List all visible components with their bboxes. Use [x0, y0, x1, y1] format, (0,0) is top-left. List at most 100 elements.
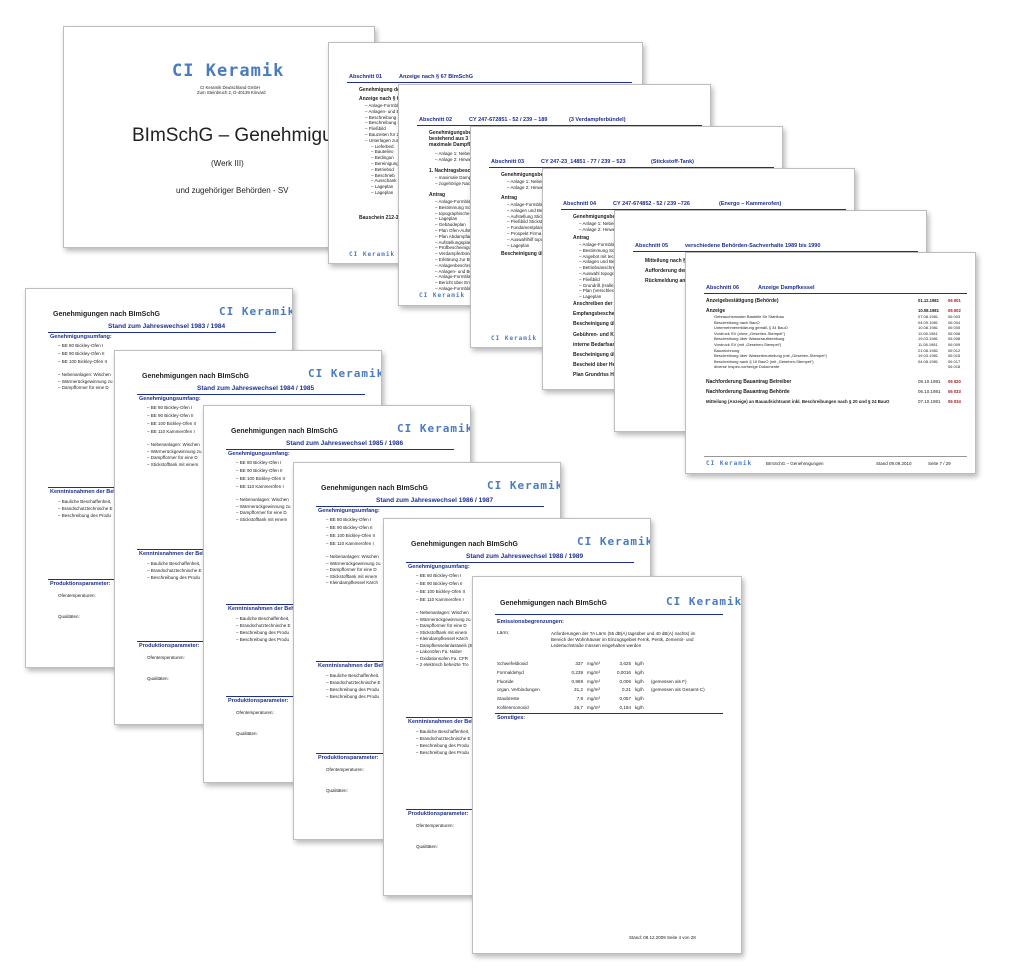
list-item: Bauzeiten für 2: [365, 132, 406, 138]
list-item: Aufstellungsplan: [435, 240, 475, 246]
item-list: Anlage 1: Nebenb Anlage 2: Hinweis: [579, 221, 619, 233]
kenntnis-item: – Beschreibung des Produ: [236, 637, 290, 642]
extra-item: – Dampfformer für eine D: [147, 455, 198, 460]
row-code: 06 020: [948, 379, 961, 384]
kenntnis-item: – Beschreibung des Produ: [416, 743, 470, 748]
kenntnis-item: – Beschreibung des Produ: [58, 513, 112, 518]
emission-value-2: 3,625: [619, 661, 632, 666]
anzeige-item-label: Bauzeichnung: [714, 347, 740, 353]
list-item: Anlagen und Betr: [579, 259, 619, 265]
extra-item: – Wärmerückgewinnung zu: [236, 503, 291, 509]
umfang-heading: Genehmigungsumfang:: [139, 396, 201, 402]
section-extra: (3 Verdampferbündel): [569, 117, 626, 123]
page-footer: Stand: 08.12.2009 Seite 4 von 28: [629, 935, 696, 940]
produktion-heading: Produktionsparameter:: [50, 581, 111, 587]
divider: [48, 332, 276, 333]
kenntnis-item: – Beschreibung des Produ: [326, 694, 380, 699]
param-qualitaet: Qualitäten:: [58, 614, 80, 619]
list-item: Beschreibung zu: [365, 115, 406, 121]
page-heading: Genehmigungen nach BImSchG: [500, 600, 607, 607]
emission-value-2: 0,0016: [616, 669, 631, 675]
emission-value-1: 337: [575, 661, 583, 666]
section-number: Abschnitt 01: [349, 74, 383, 80]
emission-name: Staubreste: [497, 696, 520, 702]
extra-item: – Dampfkesselanlastwels (E: [416, 642, 473, 648]
item-list: Anlage-Formblatt Anlagen und Betr Aufste…: [507, 202, 548, 248]
item-list: Anlage-Formblatt Bestimmung Schu topogra…: [435, 199, 476, 292]
line: Genehmigung der: [359, 87, 402, 93]
stand-heading: Stand zum Jahreswechsel 1983 / 1984: [108, 323, 226, 330]
anzeige-item-date: 04.08.1981: [918, 358, 939, 364]
anzeige-item-date: 19.03.1981: [918, 353, 939, 359]
kenntnis-item: – Brandschutztechnische E: [236, 623, 291, 628]
umfang-heading: Genehmigungsumfang:: [318, 508, 380, 514]
page-heading: Genehmigungen nach BImSchG: [142, 373, 249, 380]
divider: [417, 125, 702, 126]
emission-name: Kohlenmonoxid: [497, 705, 529, 710]
emission-value-2: 0,194: [619, 705, 632, 710]
list-item: Fundamentplan S: [507, 225, 547, 231]
list-item: Anlage-Formblatt: [507, 202, 547, 208]
line: Antrag: [429, 192, 446, 198]
plant-item: – BE 100 Bickley-Ofen II: [326, 533, 376, 538]
list-item: Anlage-Formblatt: [435, 199, 475, 205]
emission-value-2: 0,057: [619, 696, 632, 702]
anzeige-item-code: 06 005: [948, 325, 961, 331]
section-title: CY 247-674852 - 52 / 239 –726: [613, 201, 690, 207]
line: Bescheinigung übe: [501, 251, 548, 257]
produktion-heading: Produktionsparameter:: [408, 811, 469, 817]
param-qualitaet: Qualitäten:: [236, 731, 258, 736]
param-ofen: Ofentemperaturen:: [416, 823, 454, 828]
param-qualitaet: Qualitäten:: [326, 788, 348, 793]
extra-item: – Nebenanlagen: Wischen: [326, 554, 379, 559]
divider: [495, 614, 723, 615]
item-list: Anlage 1: Nebenb Anlage 2: Hinweis: [435, 151, 475, 163]
line: Mitteilung nach §: [645, 258, 686, 264]
param-ofen: Ofentemperaturen:: [326, 767, 364, 772]
header-logo: CI Keramik: [487, 479, 561, 492]
emission-unit-2: kg/h: [635, 669, 644, 675]
emission-note: (gemessen als F): [651, 678, 687, 684]
row-label: Anzeigebestätigung (Behörde): [706, 298, 779, 304]
list-item: Lageplan: [579, 294, 619, 300]
page-heading: Genehmigungen nach BImSchG: [53, 311, 160, 318]
umfang-heading: Genehmigungsumfang:: [228, 451, 290, 457]
anzeige-item-label: Beschreibung über Wasserbeurteilung (mit…: [714, 353, 828, 359]
anzeige-item-label: Gebrauchsmuster Bauteile für Stahlbau: [714, 314, 785, 319]
footer-logo: CI Keramik: [706, 460, 753, 467]
divider: [347, 82, 632, 83]
list-item: Anlage-Formblatt: [435, 286, 475, 292]
plant-item: – BE 110 Kammeröfen I: [147, 429, 195, 434]
section-title: verschiedene Behörden-Sachverhalte 1989 …: [685, 243, 821, 249]
list-item: Lageplan: [435, 216, 475, 222]
list-item: Bedingun: [365, 155, 406, 161]
section-number: Abschnitt 06: [706, 285, 740, 291]
extra-item: – Lakonöfen Fa. Naber: [416, 649, 463, 654]
plant-item: – BE 110 Kammeröfen I: [326, 541, 374, 546]
kenntnis-item: – Bauliche Beschaffenheit,: [416, 729, 470, 734]
extra-item: – Wärmerückgewinnung zu: [147, 448, 202, 454]
list-item: Anlage-Formblatt: [435, 274, 475, 280]
umfang-heading: Genehmigungsumfang:: [408, 564, 470, 570]
produktion-heading: Produktionsparameter:: [228, 698, 289, 704]
divider: [633, 251, 918, 252]
list-item: Grundriß (Halle): [579, 283, 619, 289]
footer-divider: [704, 456, 967, 457]
plant-item: – BE 90 Bickley-Ofen II: [326, 525, 373, 530]
bauschein: Bauschein 212-32: [359, 215, 402, 221]
row-date: 07.10.1981: [918, 399, 941, 404]
divider: [137, 394, 365, 395]
row-label: Anzeige: [706, 308, 726, 314]
page-heading: Genehmigungen nach BImSchG: [411, 541, 518, 548]
list-item: maximale Dampfl: [435, 175, 474, 181]
kenntnis-item: – Beschreibung des Produ: [416, 750, 470, 755]
row-date: 10.08.1981: [918, 308, 939, 313]
list-item: Auswahlhilf topogr: [507, 237, 548, 243]
kenntnis-item: – Bauliche Beschaffenheit,: [58, 499, 112, 504]
extra-item: – Stickstofftank mit einem: [236, 516, 288, 522]
list-item: zugehörige Nachr: [435, 181, 475, 187]
anzeige-item-code: 06 018: [948, 364, 961, 370]
plant-item: – BE 80 Bickley-Ofen I: [326, 517, 372, 522]
plant-item: – BE 110 Kammeröfen I: [236, 484, 284, 489]
cover-address: Zum Steinbruch 2, D-40139 Kinvard: [197, 90, 266, 95]
